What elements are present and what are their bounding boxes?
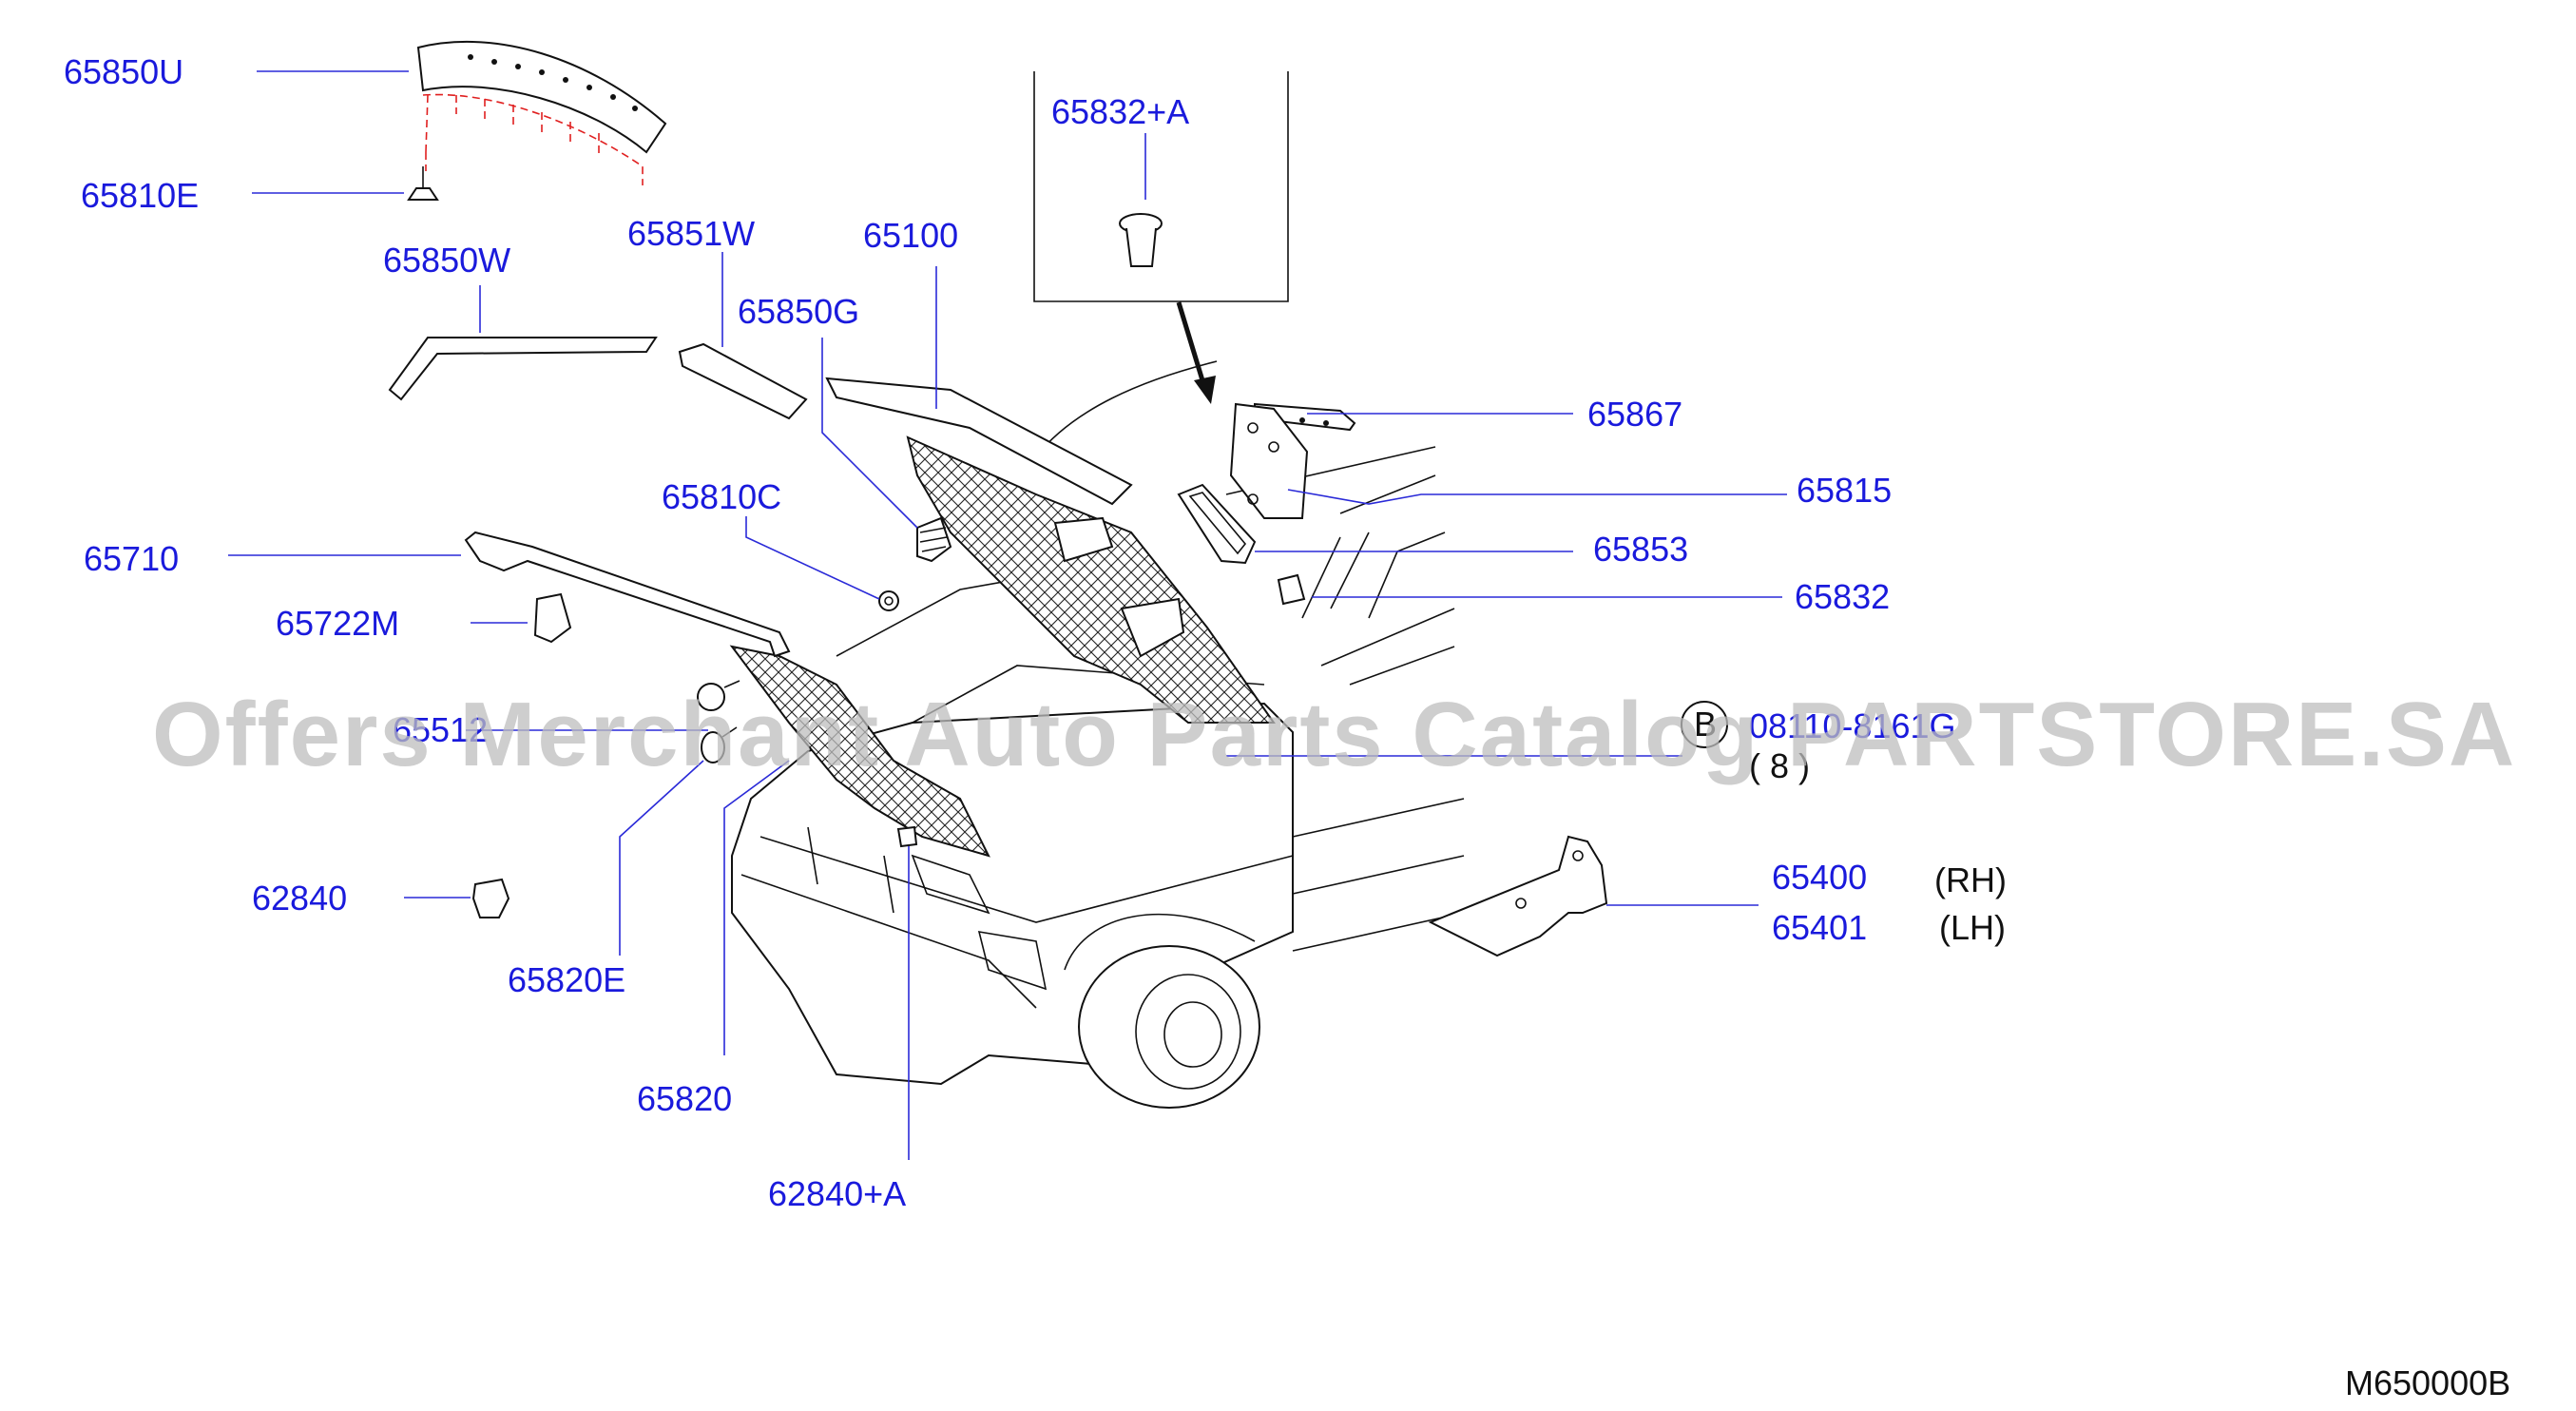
label-65401: 65401: [1772, 908, 1867, 947]
label-65850U: 65850U: [64, 52, 183, 91]
label-65820E: 65820E: [508, 960, 625, 999]
label-65815: 65815: [1797, 471, 1892, 510]
strip-65850W: [388, 337, 658, 401]
label-65710: 65710: [84, 539, 179, 578]
clip-62840A: [896, 825, 918, 848]
leader-lines: [228, 70, 1787, 1160]
gasket-65853: [1177, 483, 1257, 565]
hood-rod-65710: [464, 531, 791, 658]
clip-65810E: [407, 166, 439, 201]
watermark: Offers Merchant Auto Parts Catalog PARTS…: [152, 684, 2516, 785]
label-65850W: 65850W: [383, 241, 510, 280]
label-65832: 65832: [1795, 577, 1890, 616]
label-bolt-qty: ( 8 ): [1749, 746, 1810, 785]
hood-insulator-65100: [729, 377, 1276, 858]
grommet-65832A: [1119, 213, 1163, 267]
clip-65810C: [878, 590, 899, 611]
bracket-65400-65401: [1428, 835, 1608, 957]
grommet-65850G: [916, 516, 952, 563]
label-65867: 65867: [1587, 395, 1682, 434]
label-65851W: 65851W: [627, 214, 755, 253]
label-65853: 65853: [1593, 530, 1688, 569]
label-65820: 65820: [637, 1079, 732, 1118]
bumper-65820E: [701, 726, 738, 763]
clip-65722M: [533, 592, 572, 644]
strip-65851W: [678, 342, 808, 420]
svg-text:B: B: [1694, 705, 1717, 744]
bolt-symbol-icon: B: [1681, 701, 1728, 748]
label-65400-side: (RH): [1934, 860, 2007, 899]
label-65400: 65400: [1772, 858, 1867, 897]
label-65810E: 65810E: [81, 176, 199, 215]
bumper-65512: [697, 680, 740, 711]
label-65401-side: (LH): [1939, 908, 2006, 947]
label-65512: 65512: [393, 710, 488, 749]
label-65850G: 65850G: [738, 292, 859, 331]
label-65722M: 65722M: [276, 604, 399, 643]
label-62840A: 62840+A: [768, 1174, 906, 1213]
label-65832A: 65832+A: [1051, 92, 1189, 131]
weatherstrip-65850U: [416, 40, 667, 185]
label-62840: 62840: [252, 879, 347, 918]
label-65100: 65100: [863, 216, 958, 255]
label-65810C: 65810C: [662, 477, 781, 516]
label-bolt: 08110-8161G: [1749, 706, 1956, 745]
diagram-code: M650000B: [2345, 1363, 2510, 1402]
clip-62840: [471, 878, 510, 918]
clip-65832: [1277, 573, 1306, 606]
